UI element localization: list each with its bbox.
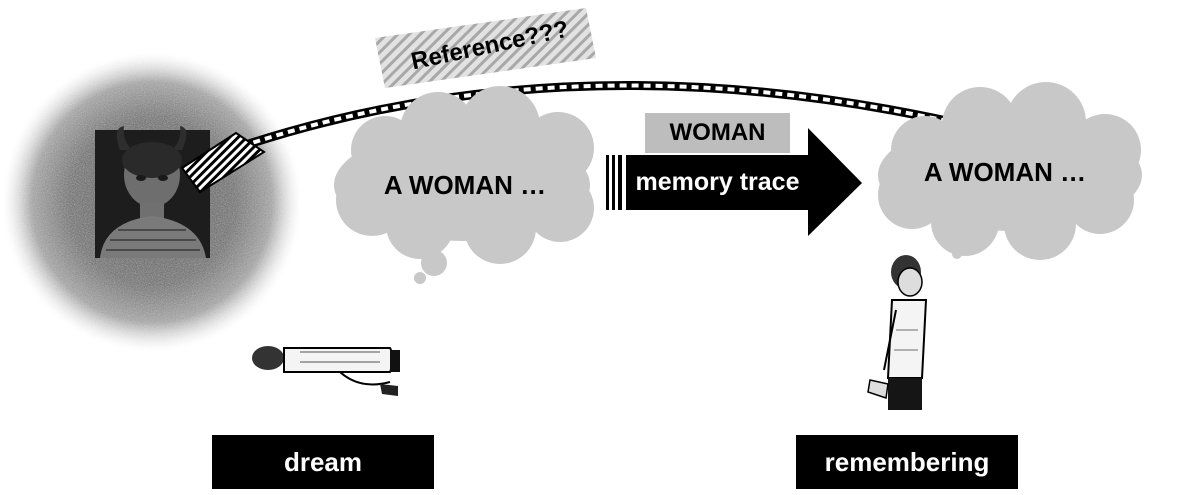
standing-man-figure [867,255,928,410]
reference-arc-start-wedge [180,131,266,194]
dream-caption: dream [212,435,434,489]
woman-word-tag: WOMAN [645,113,790,153]
reference-label-bg [375,8,596,88]
remember-thought-text: A WOMAN … [923,156,1087,187]
memory-trace-arrow [606,128,862,236]
remember-thought-cloud [878,82,1142,260]
remembering-caption: remembering [796,435,1018,489]
dream-woman-portrait [95,126,210,258]
sleeping-man-figure [252,346,400,396]
memory-trace-label: memory trace [635,167,800,196]
dream-thought-text: A WOMAN … [383,169,547,200]
dream-thought-cloud [334,86,594,284]
